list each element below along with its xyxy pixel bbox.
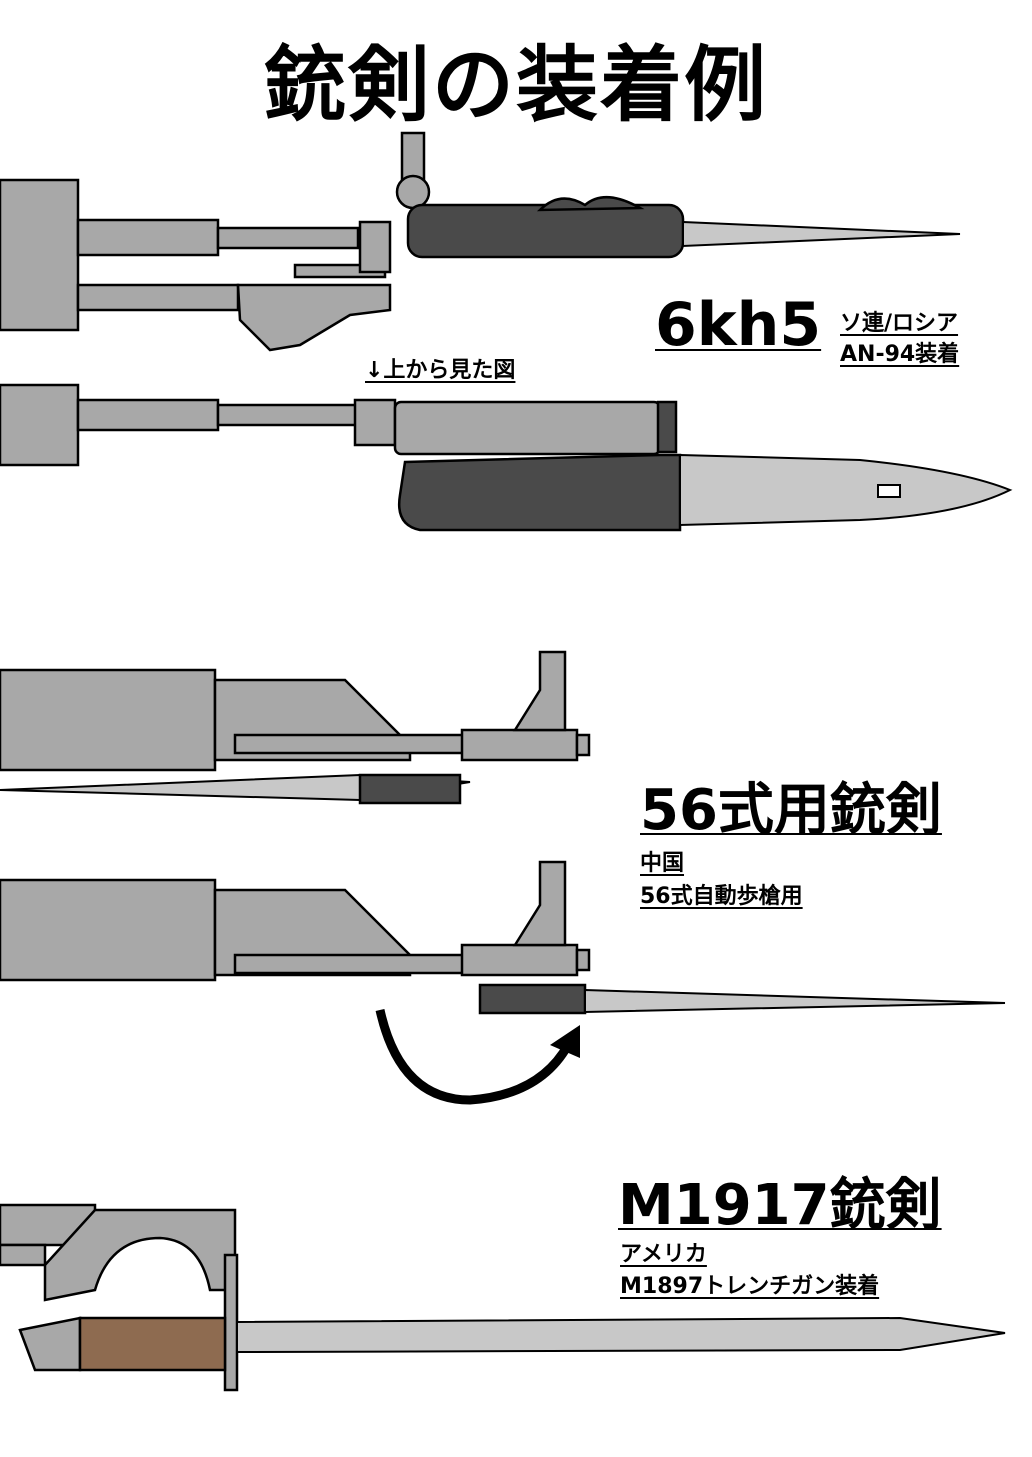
mount-type56: 56式自動歩槍用 bbox=[640, 884, 803, 909]
rotation-arrow bbox=[375, 1009, 572, 1105]
origin-type56: 中国 bbox=[640, 851, 685, 876]
mount-6kh5: AN-94装着 bbox=[840, 342, 960, 367]
type56-folded bbox=[0, 650, 591, 805]
section-title-type56: 56式用銃剣 bbox=[640, 778, 942, 843]
section-title-m1917: M1917銃剣 bbox=[618, 1173, 942, 1238]
m1897-with-m1917 bbox=[0, 1203, 1006, 1392]
an94-side-view bbox=[0, 131, 961, 352]
origin-m1917: アメリカ bbox=[620, 1242, 707, 1267]
arrow-head bbox=[550, 1025, 580, 1058]
origin-6kh5: ソ連/ロシア bbox=[840, 311, 959, 336]
top-view-note: ↓上から見た図 bbox=[365, 358, 516, 383]
an94-top-view bbox=[0, 383, 1013, 532]
section-title-6kh5: 6kh5 bbox=[655, 290, 822, 360]
mount-m1917: M1897トレンチガン装着 bbox=[620, 1274, 880, 1299]
page-title: 銃剣の装着例 bbox=[263, 38, 768, 133]
type56-deployed bbox=[0, 860, 1006, 1105]
